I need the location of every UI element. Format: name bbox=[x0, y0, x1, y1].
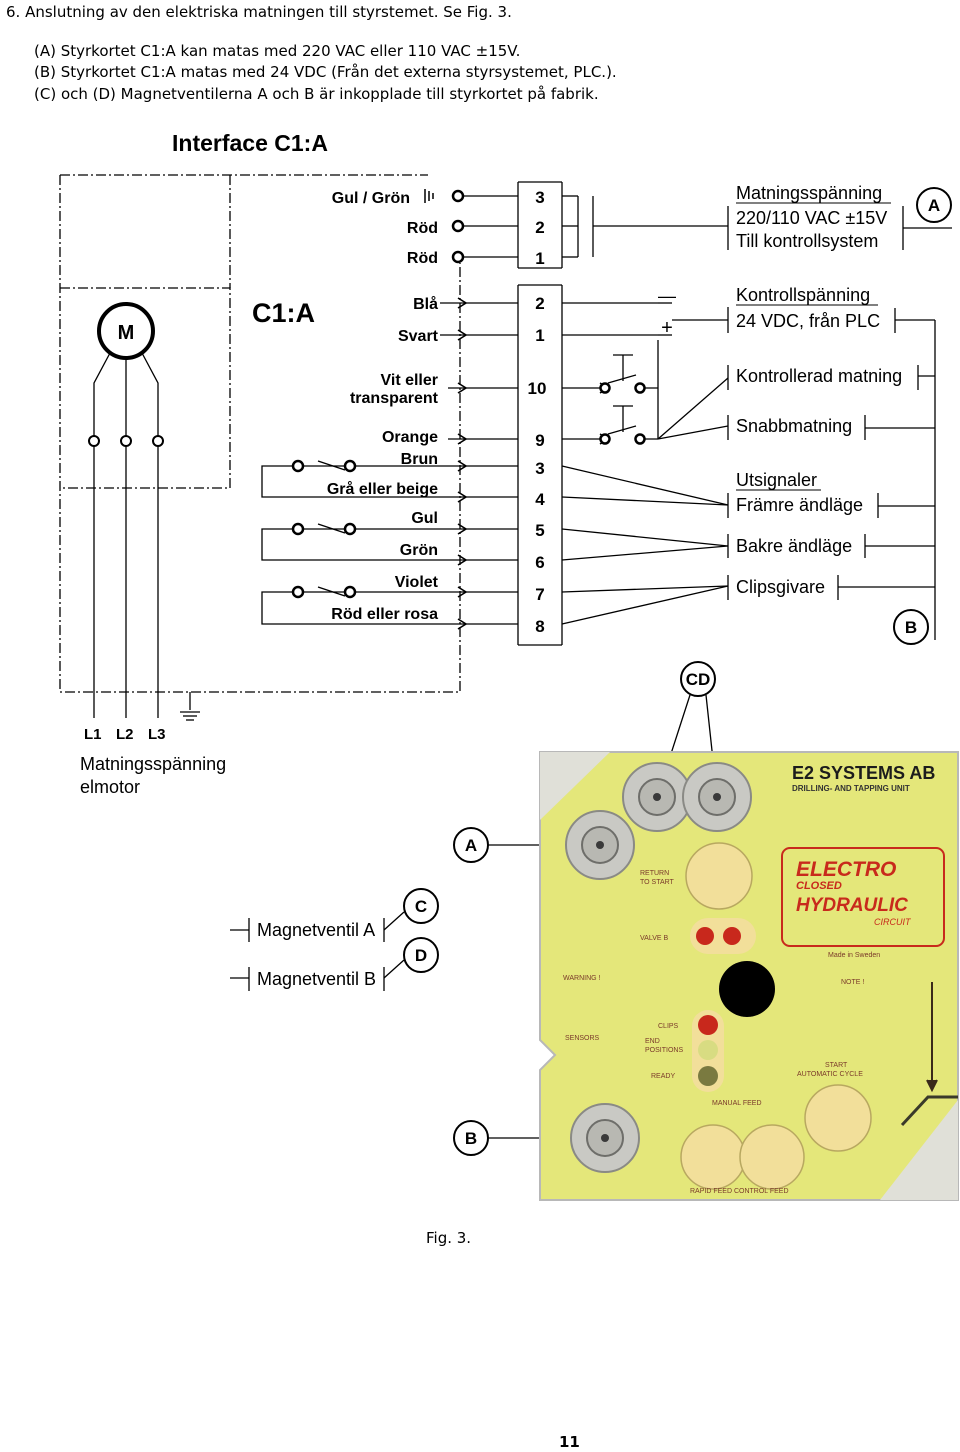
marker-letter: D bbox=[415, 946, 427, 965]
diagram-title: Interface C1:A bbox=[172, 130, 328, 156]
label-bakre: Bakre ändläge bbox=[736, 536, 852, 556]
terminal-number: 3 bbox=[535, 459, 544, 478]
item-a: (A) Styrkortet C1:A kan matas med 220 VA… bbox=[34, 41, 521, 60]
panel-note: NOTE ! bbox=[841, 979, 864, 986]
label-kontroll-voltage: 24 VDC, från PLC bbox=[736, 311, 880, 331]
wire-label: Brun bbox=[401, 451, 438, 468]
valve-b-label: Magnetventil B bbox=[257, 969, 376, 989]
marker-letter: A bbox=[465, 836, 477, 855]
terminal-number: 1 bbox=[535, 326, 544, 345]
motor-supply-line1: Matningsspänning bbox=[80, 754, 226, 774]
panel-clips: CLIPS bbox=[658, 1023, 679, 1030]
panel-made-in: Made in Sweden bbox=[828, 952, 880, 959]
marker-a-top bbox=[916, 187, 952, 223]
terminal-number: 9 bbox=[535, 431, 544, 450]
label-matning-to: Till kontrollsystem bbox=[736, 231, 878, 251]
valve-a-label: Magnetventil A bbox=[257, 920, 375, 940]
terminal-number: 1 bbox=[535, 249, 544, 268]
marker-d bbox=[403, 937, 439, 973]
panel-return: RETURN bbox=[640, 870, 669, 877]
marker-letter: B bbox=[905, 618, 917, 637]
motor-supply-line2: elmotor bbox=[80, 777, 140, 797]
label-matning-voltage: 220/110 VAC ±15V bbox=[736, 208, 887, 228]
panel-to-start: TO START bbox=[640, 879, 675, 886]
phase-l1: L1 bbox=[84, 726, 102, 743]
terminal-number: 4 bbox=[535, 490, 545, 509]
wire-label: Röd bbox=[407, 220, 438, 237]
marker-letter: B bbox=[465, 1129, 477, 1148]
item-b: (B) Styrkortet C1:A matas med 24 VDC (Fr… bbox=[34, 63, 617, 81]
wire-label: Grön bbox=[400, 542, 438, 559]
terminal-number: 5 bbox=[535, 521, 544, 540]
wire-label: transparent bbox=[350, 390, 439, 407]
intro-text: 6. Anslutning av den elektriska matninge… bbox=[6, 2, 617, 105]
panel-valve: VALVE B bbox=[640, 935, 668, 942]
marker-letter: A bbox=[928, 196, 940, 215]
terminal-number: 2 bbox=[535, 218, 544, 237]
wire-label: Röd eller rosa bbox=[331, 606, 438, 623]
panel-start: START bbox=[825, 1062, 848, 1069]
panel-subtitle: DRILLING- AND TAPPING UNIT bbox=[792, 784, 910, 793]
terminal-number: 3 bbox=[535, 188, 544, 207]
wire-label: Svart bbox=[398, 328, 439, 345]
label-kontrollerad: Kontrollerad matning bbox=[736, 366, 902, 386]
section-heading: 6. Anslutning av den elektriska matninge… bbox=[6, 3, 512, 21]
panel-closed: CLOSED bbox=[796, 880, 842, 892]
wire-label: Gul / Grön bbox=[332, 190, 410, 207]
marker-letter: CD bbox=[686, 670, 711, 689]
wire-label: Vit eller bbox=[380, 372, 438, 389]
panel-circuit: CIRCUIT bbox=[874, 917, 912, 927]
panel-hydraulic: HYDRAULIC bbox=[796, 895, 908, 916]
marker-c bbox=[403, 888, 439, 924]
marker-letter: C bbox=[415, 897, 427, 916]
motor-label: M bbox=[118, 322, 135, 344]
board-label: C1:A bbox=[252, 298, 315, 328]
label-clips: Clipsgivare bbox=[736, 577, 825, 597]
figure-caption: Fig. 3. bbox=[426, 1229, 472, 1247]
terminal-number: 6 bbox=[535, 553, 544, 572]
phase-l3: L3 bbox=[148, 726, 166, 743]
wire-label: Gul bbox=[411, 510, 438, 527]
label-utsignaler: Utsignaler bbox=[736, 470, 817, 490]
terminal-number: 8 bbox=[535, 617, 544, 636]
control-panel: ELECTRO CLOSED HYDRAULIC CIRCUIT E2 SYST… bbox=[539, 751, 959, 1201]
panel-warning: WARNING ! bbox=[563, 975, 601, 982]
phase-l2: L2 bbox=[116, 726, 134, 743]
panel-company: E2 SYSTEMS AB bbox=[792, 763, 935, 783]
panel-ready: READY bbox=[651, 1073, 675, 1080]
label-framre: Främre ändläge bbox=[736, 495, 863, 515]
panel-bottom-text: RAPID FEED CONTROL FEED bbox=[690, 1188, 789, 1195]
marker-b-top bbox=[893, 609, 929, 645]
label-kontroll-title: Kontrollspänning bbox=[736, 285, 870, 305]
terminal-number: 7 bbox=[535, 585, 544, 604]
wire-label: Röd bbox=[407, 250, 438, 267]
terminal-number: 10 bbox=[528, 379, 547, 398]
terminal-number: 2 bbox=[535, 294, 544, 313]
panel-sensors: SENSORS bbox=[565, 1035, 600, 1042]
panel-auto: AUTOMATIC CYCLE bbox=[797, 1071, 863, 1078]
wire-label: Orange bbox=[382, 429, 438, 446]
polarity-minus: — bbox=[658, 286, 676, 306]
marker-cd bbox=[680, 661, 716, 697]
label-matning-title: Matningsspänning bbox=[736, 183, 882, 203]
panel-electro: ELECTRO bbox=[796, 858, 896, 881]
panel-positions: POSITIONS bbox=[645, 1047, 683, 1054]
item-cd: (C) och (D) Magnetventilerna A och B är … bbox=[34, 84, 599, 103]
page-number: 11 bbox=[559, 1433, 580, 1451]
wire-label: Violet bbox=[395, 574, 439, 591]
polarity-plus: + bbox=[661, 317, 673, 339]
panel-manual: MANUAL FEED bbox=[712, 1100, 762, 1107]
label-snabb: Snabbmatning bbox=[736, 416, 852, 436]
panel-end: END bbox=[645, 1038, 660, 1045]
wire-label: Grå eller beige bbox=[327, 480, 438, 498]
wire-label: Blå bbox=[413, 295, 438, 313]
